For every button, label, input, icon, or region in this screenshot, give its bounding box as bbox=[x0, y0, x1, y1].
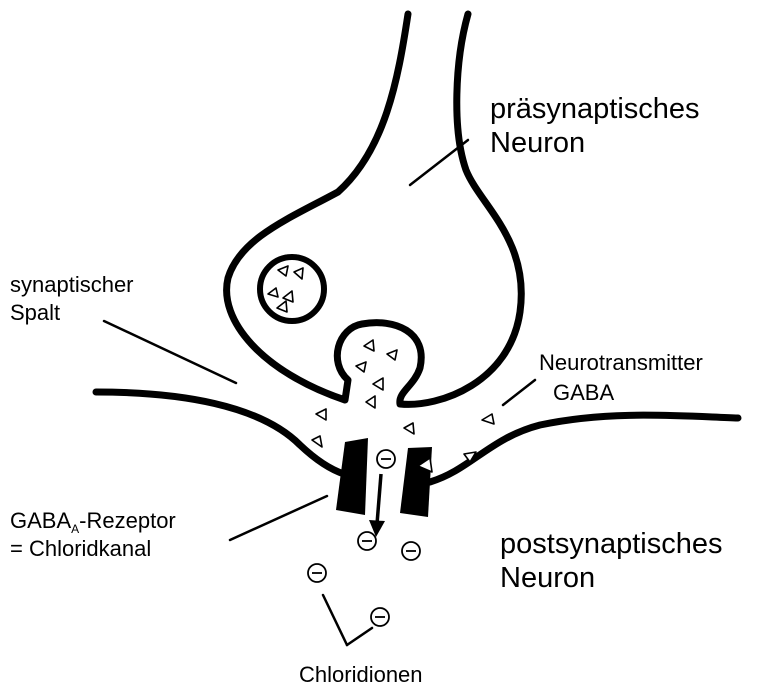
presynaptic-leader-line bbox=[410, 140, 468, 185]
gaba-molecule bbox=[294, 268, 303, 279]
postsynaptic-membrane-right bbox=[430, 415, 738, 482]
gaba-molecule bbox=[268, 288, 278, 297]
gaba-molecule bbox=[387, 350, 397, 360]
postsynaptic-label-line2: Neuron bbox=[500, 562, 595, 594]
chloride-ion bbox=[371, 608, 389, 626]
chloride-leader-line-right bbox=[347, 628, 372, 645]
receptor-label-line1: GABAA-Rezeptor bbox=[10, 508, 176, 536]
chloride-flow-arrow bbox=[377, 474, 381, 524]
gaba-molecule bbox=[404, 423, 414, 434]
chloride-leader-line-left bbox=[323, 595, 347, 645]
gaba-molecule bbox=[283, 291, 293, 302]
receptor-leader-line bbox=[230, 496, 327, 540]
gaba-molecule bbox=[482, 414, 494, 424]
gaba-molecule bbox=[373, 378, 383, 390]
receptor-label-subscript: A bbox=[71, 522, 79, 536]
synaptic-gap-label-line1: synaptischer bbox=[10, 272, 134, 297]
receptor-block-left bbox=[336, 438, 368, 515]
synaptic-vesicle bbox=[260, 257, 324, 321]
vesicle-gaba-molecules bbox=[268, 266, 303, 312]
gaba-molecule bbox=[277, 301, 287, 312]
gaba-molecule bbox=[312, 436, 322, 447]
presynaptic-label-line1: präsynaptisches bbox=[490, 93, 700, 125]
postsynaptic-membrane-left bbox=[96, 392, 344, 474]
gaba-molecule bbox=[364, 340, 374, 351]
neurotransmitter-label-line1: Neurotransmitter bbox=[539, 350, 703, 375]
chloride-ions-label: Chloridionen bbox=[299, 662, 423, 687]
receptor-block-right bbox=[400, 447, 432, 517]
synaptic-gap-label-line2: Spalt bbox=[10, 300, 60, 325]
chloride-ion bbox=[358, 532, 376, 550]
gaba-molecule bbox=[316, 409, 326, 420]
gaba-molecule bbox=[366, 396, 375, 408]
chloride-ion bbox=[308, 564, 326, 582]
gaba-molecule bbox=[278, 266, 288, 276]
neurotransmitter-label-line2: GABA bbox=[553, 380, 614, 405]
gaba-molecule bbox=[356, 362, 366, 372]
neurotransmitter-leader-line bbox=[503, 380, 535, 405]
synaptic-gap-leader-line bbox=[104, 321, 236, 383]
receptor-label-prefix: GABA bbox=[10, 508, 71, 533]
receptor-label-line2: = Chloridkanal bbox=[10, 536, 151, 561]
chloride-ion bbox=[402, 542, 420, 560]
postsynaptic-label-line1: postsynaptisches bbox=[500, 528, 722, 560]
receptor-label-suffix: -Rezeptor bbox=[79, 508, 176, 533]
chloride-ion bbox=[377, 450, 395, 468]
presynaptic-label-line2: Neuron bbox=[490, 127, 585, 159]
